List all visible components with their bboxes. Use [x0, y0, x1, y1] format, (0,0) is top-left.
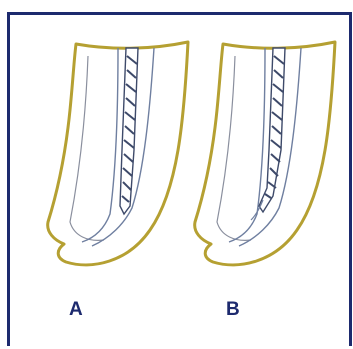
tooth-root-b — [195, 42, 335, 265]
panel-label-b: B — [226, 300, 240, 319]
tooth-root-a — [48, 42, 188, 265]
panel-label-a: A — [69, 300, 83, 319]
